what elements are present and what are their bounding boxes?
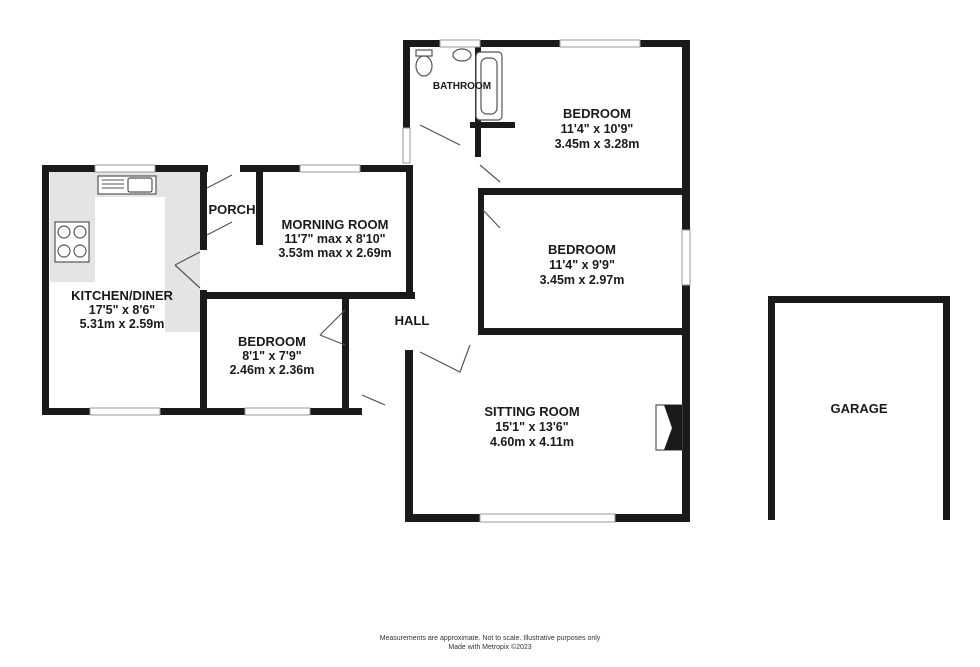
door-bedroom3 xyxy=(319,309,346,346)
door-kitchen xyxy=(174,251,201,289)
window-bedroom1 xyxy=(559,39,641,48)
room-bathroom: BATHROOM xyxy=(433,81,491,92)
room-name: BATHROOM xyxy=(433,81,491,92)
room-dim-imperial: 11'4" x 10'9" xyxy=(561,122,634,136)
door-bedroom2 xyxy=(482,209,501,229)
room-dim-imperial: 11'4" x 9'9" xyxy=(549,258,615,272)
room-kitchen-diner: KITCHEN/DINER 17'5" x 8'6" 5.31m x 2.59m xyxy=(71,288,173,331)
fixtures xyxy=(54,48,683,451)
room-dim-imperial: 15'1" x 13'6" xyxy=(495,420,568,434)
room-hall: HALL xyxy=(395,313,430,328)
room-bedroom-1: BEDROOM 11'4" x 10'9" 3.45m x 3.28m xyxy=(555,106,640,151)
windows xyxy=(89,39,691,523)
window-hall xyxy=(402,127,411,164)
room-dim-imperial: 17'5" x 8'6" xyxy=(89,303,156,317)
toilet xyxy=(415,55,433,77)
room-dim-imperial: 8'1" x 7'9" xyxy=(242,349,302,363)
door-bedroom1 xyxy=(479,164,501,183)
window-sitting-room xyxy=(479,513,616,523)
door-front xyxy=(361,394,386,406)
room-name: GARAGE xyxy=(830,401,887,416)
room-bedroom-3: BEDROOM 8'1" x 7'9" 2.46m x 2.36m xyxy=(230,334,315,377)
room-sitting-room: SITTING ROOM 15'1" x 13'6" 4.60m x 4.11m xyxy=(484,404,579,449)
room-porch: PORCH xyxy=(209,202,256,217)
window-bedroom3 xyxy=(244,407,311,416)
room-dim-imperial: 11'7" max x 8'10" xyxy=(284,232,385,246)
room-dim-metric: 3.53m max x 2.69m xyxy=(278,246,391,260)
room-name: PORCH xyxy=(209,202,256,217)
kitchen-counter-right xyxy=(165,172,200,332)
room-name: SITTING ROOM xyxy=(484,404,579,419)
door-bathroom xyxy=(419,124,461,146)
room-name: BEDROOM xyxy=(548,242,616,257)
window-kitchen-bottom xyxy=(89,407,161,416)
room-name: MORNING ROOM xyxy=(282,217,389,232)
room-name: HALL xyxy=(395,313,430,328)
room-name: KITCHEN/DINER xyxy=(71,288,173,303)
footer-credit: Made with Metropix ©2023 xyxy=(448,644,532,651)
window-kitchen-top xyxy=(94,164,156,173)
window-bathroom xyxy=(439,39,481,48)
room-dim-metric: 3.45m x 3.28m xyxy=(555,137,640,151)
window-morning-room xyxy=(299,164,361,173)
door-porch xyxy=(206,174,233,236)
room-dim-metric: 3.45m x 2.97m xyxy=(540,273,625,287)
room-bedroom-2: BEDROOM 11'4" x 9'9" 3.45m x 2.97m xyxy=(540,242,625,287)
room-name: BEDROOM xyxy=(563,106,631,121)
room-morning-room: MORNING ROOM 11'7" max x 8'10" 3.53m max… xyxy=(278,217,391,260)
doors xyxy=(174,124,501,406)
room-dim-metric: 5.31m x 2.59m xyxy=(80,317,165,331)
room-dim-metric: 2.46m x 2.36m xyxy=(230,363,315,377)
room-name: BEDROOM xyxy=(238,334,306,349)
room-dim-metric: 4.60m x 4.11m xyxy=(490,435,574,449)
footer-disclaimer: Measurements are approximate. Not to sca… xyxy=(379,635,601,642)
basin xyxy=(452,48,472,62)
room-garage: GARAGE xyxy=(830,401,887,416)
window-bedroom2 xyxy=(681,229,691,286)
door-sitting xyxy=(419,344,471,373)
